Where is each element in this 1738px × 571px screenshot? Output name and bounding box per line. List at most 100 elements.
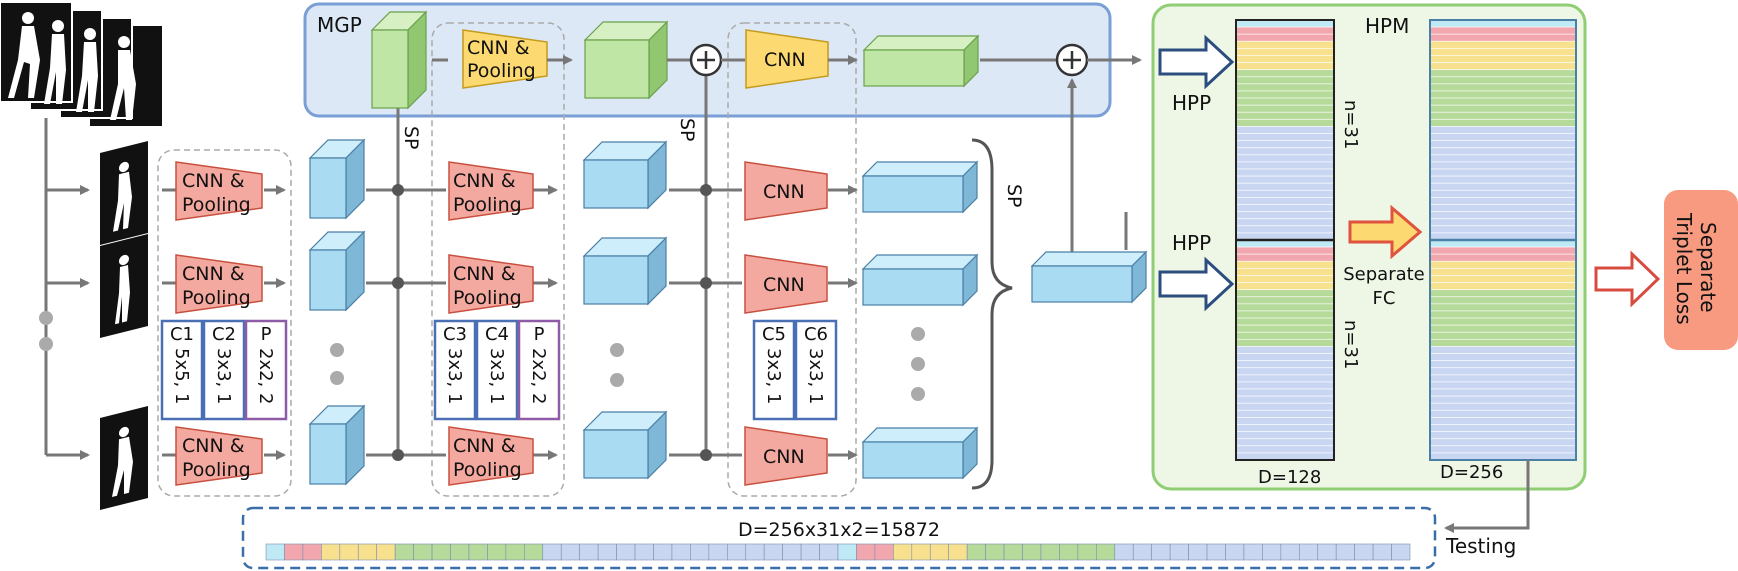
stripe (1235, 445, 1335, 454)
stripe (1429, 331, 1577, 340)
stripe (1429, 409, 1577, 418)
strip-cell (1059, 543, 1079, 561)
stripe (1429, 189, 1577, 198)
n31-label-top: n=31 (1340, 100, 1361, 149)
strip-cell (800, 543, 820, 561)
input-branches (44, 118, 90, 460)
stripe (1235, 253, 1335, 262)
stripe (1235, 317, 1335, 326)
layer-spec: 2x2, 2 (255, 348, 276, 404)
stripe (1429, 197, 1577, 205)
stripe (1235, 161, 1335, 170)
strip-cell (487, 543, 507, 561)
stripe (1235, 331, 1335, 340)
stripe (1429, 402, 1577, 411)
stripe (1429, 445, 1577, 454)
strip-cell (819, 543, 839, 561)
mgp-label: MGP (317, 13, 362, 37)
stripe (1429, 296, 1577, 305)
hpm-label: HPM (1365, 14, 1409, 38)
strip-cell (1188, 543, 1208, 561)
stage2-cnn-blocks: CNN & Pooling CNN & Pooling CNN & Poolin… (448, 161, 534, 486)
stripe (1429, 76, 1577, 85)
strip-cell (579, 543, 599, 561)
strip-cell (542, 543, 562, 561)
strip-cell (1096, 543, 1116, 561)
stripe (1235, 402, 1335, 411)
stripe (1235, 118, 1335, 127)
strip-cell (1372, 543, 1392, 561)
strip-cell (339, 543, 359, 561)
stripe (1429, 246, 1577, 255)
stripe (1429, 104, 1577, 113)
stripe (1429, 26, 1577, 35)
strip-cell (1225, 543, 1245, 561)
loss-arrow (1594, 250, 1661, 308)
stripe (1235, 147, 1335, 156)
layer-name: C2 (212, 324, 236, 345)
stripe (1235, 395, 1335, 404)
stripe (1235, 275, 1335, 283)
strip-cell (265, 543, 285, 561)
layer-spec: 5x5, 1 (171, 348, 192, 404)
stripe (1429, 40, 1577, 49)
triplet-loss-text: Triplet Loss (1672, 212, 1696, 325)
stripe (1235, 417, 1335, 425)
stripe (1235, 76, 1335, 85)
strip-cell (450, 543, 470, 561)
strip-cell (856, 543, 876, 561)
stripe (1429, 97, 1577, 106)
stripe (1235, 111, 1335, 120)
stripe (1235, 168, 1335, 177)
strip-cell (671, 543, 691, 561)
stripe (1235, 367, 1335, 376)
strip-cell (302, 543, 322, 561)
strip-cell (413, 543, 433, 561)
stage3-feature-maps (861, 160, 979, 480)
strip-cell (1243, 543, 1263, 561)
stripe (1429, 175, 1577, 184)
stripe (1429, 161, 1577, 170)
cnn-text: CNN (764, 49, 806, 71)
strip-cell (948, 543, 968, 561)
stripe (1429, 218, 1577, 227)
stripe (1235, 175, 1335, 184)
cnn-pool-text: Pooling (182, 194, 251, 216)
stripe (1429, 310, 1577, 319)
stripe (1429, 388, 1577, 397)
stripe (1235, 55, 1335, 63)
layer-spec: 3x3, 1 (486, 348, 507, 404)
cnn-pool-text: Pooling (467, 60, 536, 82)
stripe (1235, 154, 1335, 163)
triplet-loss-box (1664, 190, 1738, 350)
stripe (1235, 260, 1335, 269)
cnn-pool-text: Pooling (182, 459, 251, 481)
stripe (1429, 381, 1577, 390)
stripe (1429, 90, 1577, 99)
stripe (1429, 83, 1577, 92)
stripe (1235, 438, 1335, 447)
stage3-cnn-blocks: CNN CNN CNN (744, 161, 828, 486)
stripe (1429, 260, 1577, 269)
hpp-label-top: HPP (1172, 91, 1211, 115)
cnn-pool-text: CNN & (182, 170, 245, 192)
stripe (1429, 417, 1577, 425)
stripe (1235, 381, 1335, 390)
stripe (1235, 182, 1335, 191)
strip-cell (690, 543, 710, 561)
stripe (1235, 97, 1335, 106)
strip-cell (1114, 543, 1134, 561)
stripe (1235, 197, 1335, 205)
strip-cell (1132, 543, 1152, 561)
strip-cell (893, 543, 913, 561)
strip-cell (1335, 543, 1355, 561)
strip-cell (1298, 543, 1319, 561)
n31-label-bottom: n=31 (1340, 320, 1361, 369)
layer-name: C1 (170, 324, 194, 345)
stripe (1235, 33, 1335, 42)
stripe (1429, 360, 1577, 369)
stripe (1429, 147, 1577, 156)
set-pooling-brace (971, 138, 1013, 490)
strip-cell (745, 543, 765, 561)
